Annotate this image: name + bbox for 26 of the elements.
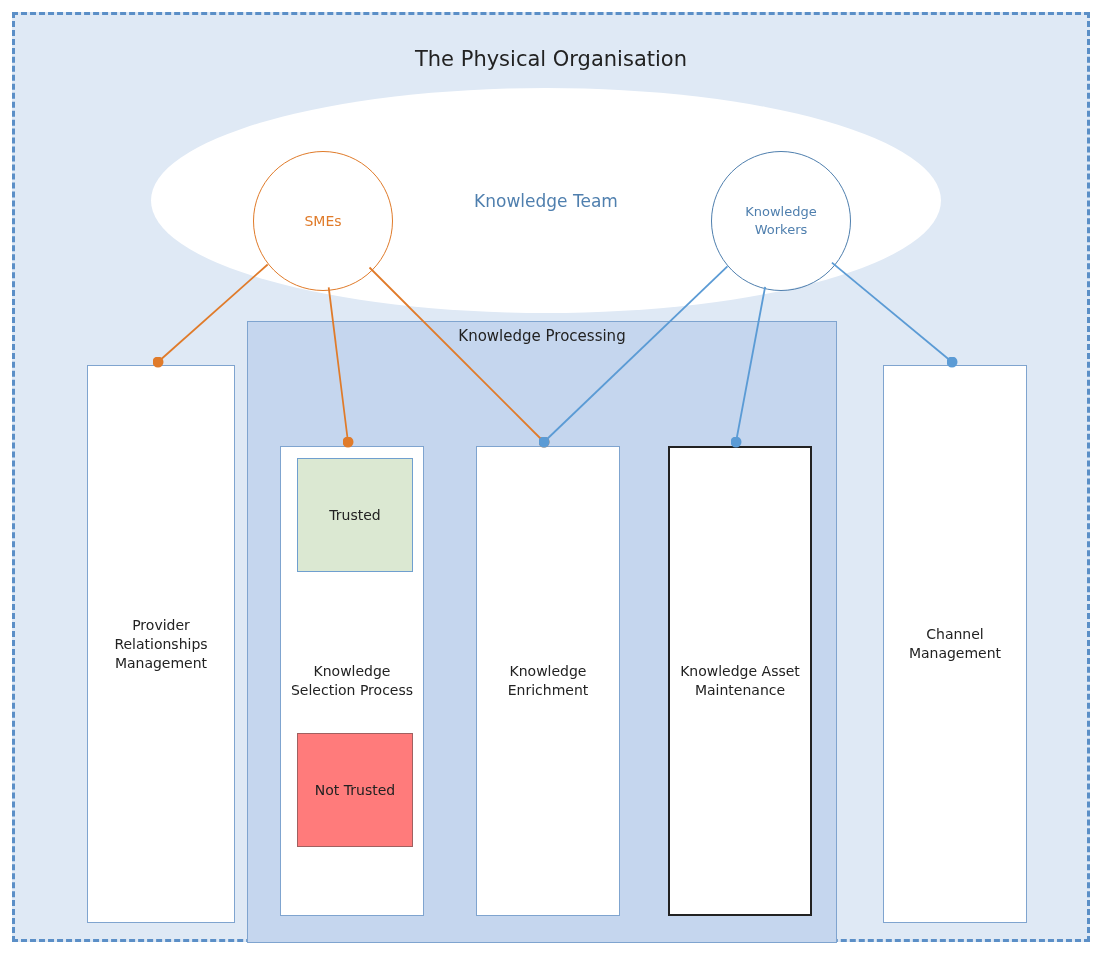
process-box: [668, 446, 812, 916]
connector-line: [152, 263, 269, 368]
node-label: Knowledge Selection Process: [289, 662, 415, 700]
node-label: Knowledge Workers: [744, 203, 818, 239]
process-box: [280, 446, 424, 916]
node-label: Knowledge Asset Maintenance: [679, 662, 801, 700]
node-label: Knowledge Enrichment: [506, 662, 590, 700]
node-label: Knowledge Team: [473, 189, 619, 212]
process-box: [87, 365, 235, 923]
process-box: [883, 365, 1027, 923]
node-label: Not Trusted: [313, 780, 397, 800]
node-label: Provider Relationships Management: [113, 615, 209, 673]
node-label: Trusted: [328, 505, 382, 525]
node-label: The Physical Organisation: [414, 46, 688, 73]
organisation-boundary: [12, 12, 1090, 942]
node-label: SMEs: [303, 211, 343, 231]
status-box: [297, 733, 413, 847]
connector-line: [831, 261, 958, 368]
connector-line: [730, 285, 766, 448]
connector-line: [538, 265, 729, 448]
processing-panel: [247, 321, 837, 943]
connector-line: [327, 286, 354, 448]
process-box: [476, 446, 620, 916]
node-label: Knowledge Processing: [457, 326, 627, 347]
status-box: [297, 458, 413, 572]
node-label: Channel Management: [907, 625, 1003, 663]
